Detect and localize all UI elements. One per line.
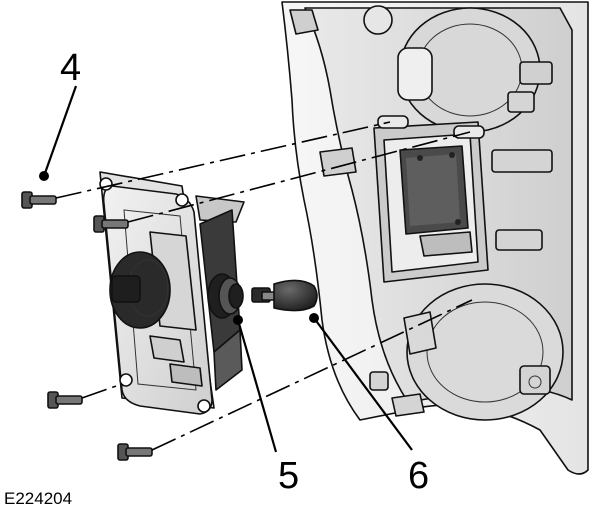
callout-label-5: 5 — [278, 455, 299, 497]
alignment-lines — [55, 121, 473, 451]
bolt-top — [21, 191, 57, 209]
figure-id: E224204 — [4, 489, 72, 508]
callout-label-6: 6 — [408, 455, 429, 497]
bolt-upper — [93, 215, 129, 233]
headlamp-housing — [281, 1, 589, 475]
headlamp-bulb — [251, 279, 318, 312]
bolt-lower — [47, 391, 83, 409]
mounting-bolts — [21, 191, 153, 461]
bulb-holder-bracket — [99, 171, 245, 415]
callout-5: 5 — [233, 315, 299, 497]
bulb-socket — [207, 273, 244, 319]
bolt-bottom — [117, 443, 153, 461]
callout-6: 6 — [309, 313, 429, 497]
callout-label-4: 4 — [60, 47, 81, 89]
callout-4: 4 — [39, 47, 81, 181]
